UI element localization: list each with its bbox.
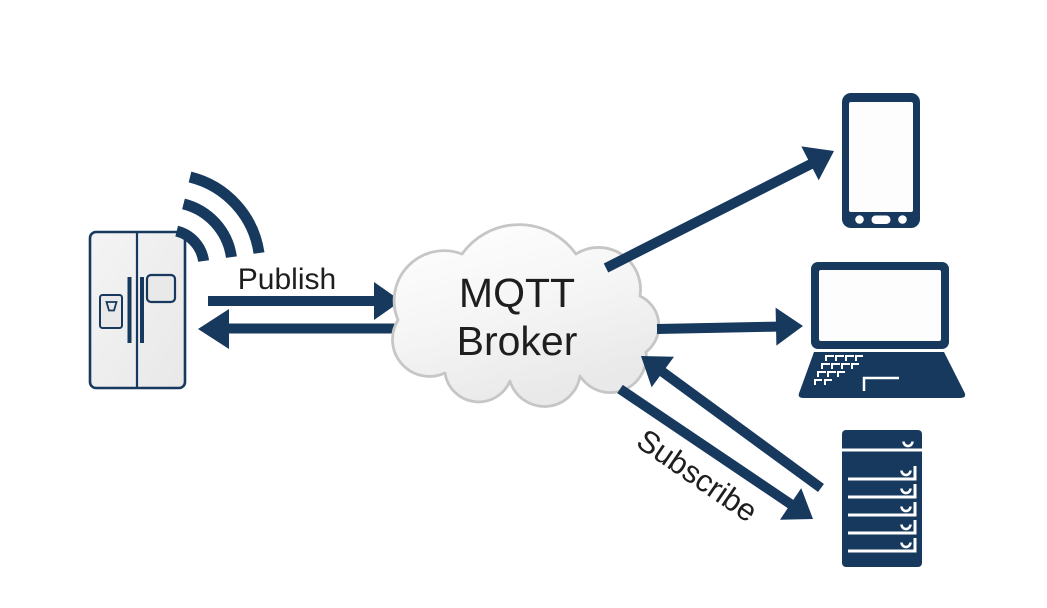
broker-label-line1: MQTT — [459, 270, 575, 316]
publish-label: Publish — [238, 263, 336, 296]
wifi-signal-icon — [175, 171, 265, 263]
laptop-icon — [798, 262, 966, 398]
broker-label-line2: Broker — [457, 318, 578, 364]
broker-to-server-arrow — [617, 384, 813, 520]
server-icon — [842, 430, 922, 567]
publish-arrow — [208, 282, 401, 320]
broker-to-phone-arrow — [603, 146, 834, 273]
broker-to-laptop-arrow — [656, 307, 803, 346]
mqtt-broker-node: MQTT Broker — [391, 223, 661, 408]
server-to-broker-arrow — [641, 356, 824, 493]
broker-to-publisher-arrow — [198, 309, 425, 349]
refrigerator-icon — [88, 230, 187, 390]
smartphone-icon — [842, 93, 920, 228]
